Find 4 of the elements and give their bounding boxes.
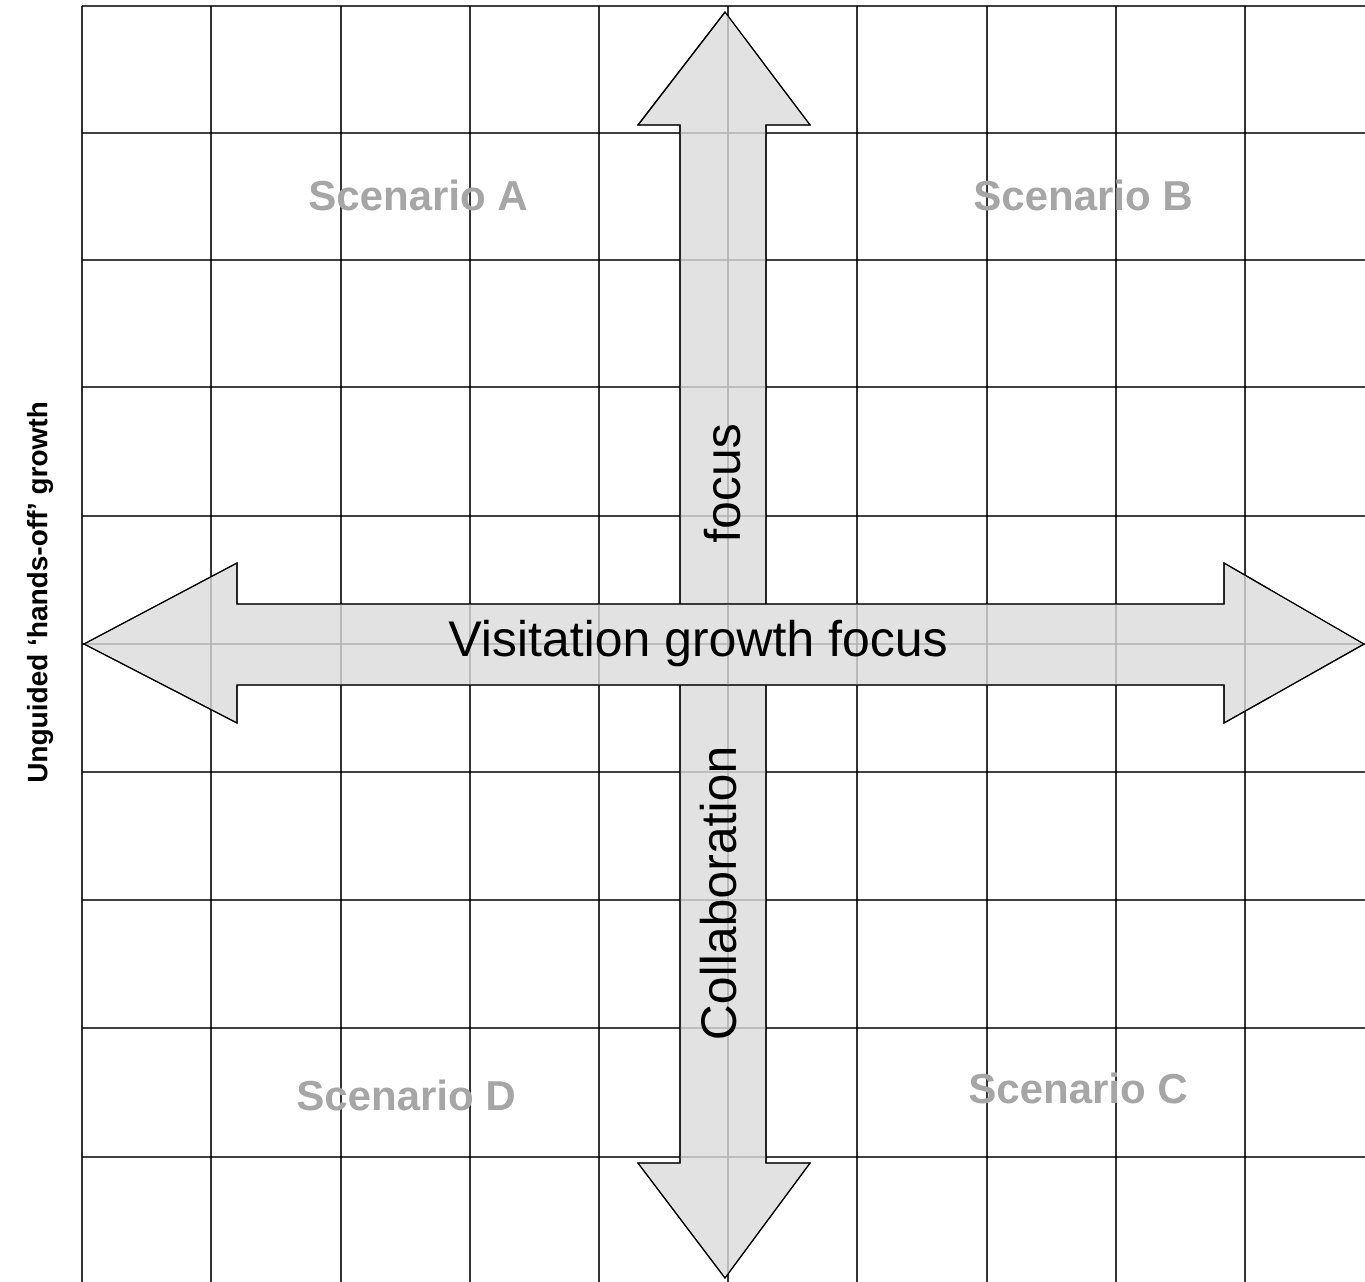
axis-label: Unguided ‘hands-off’ growth (26, 402, 54, 782)
arrow-label: Visitation growth focus (448, 619, 946, 667)
arrow-label: focus (703, 425, 741, 543)
arrow-label: Collaboration (699, 749, 737, 1038)
